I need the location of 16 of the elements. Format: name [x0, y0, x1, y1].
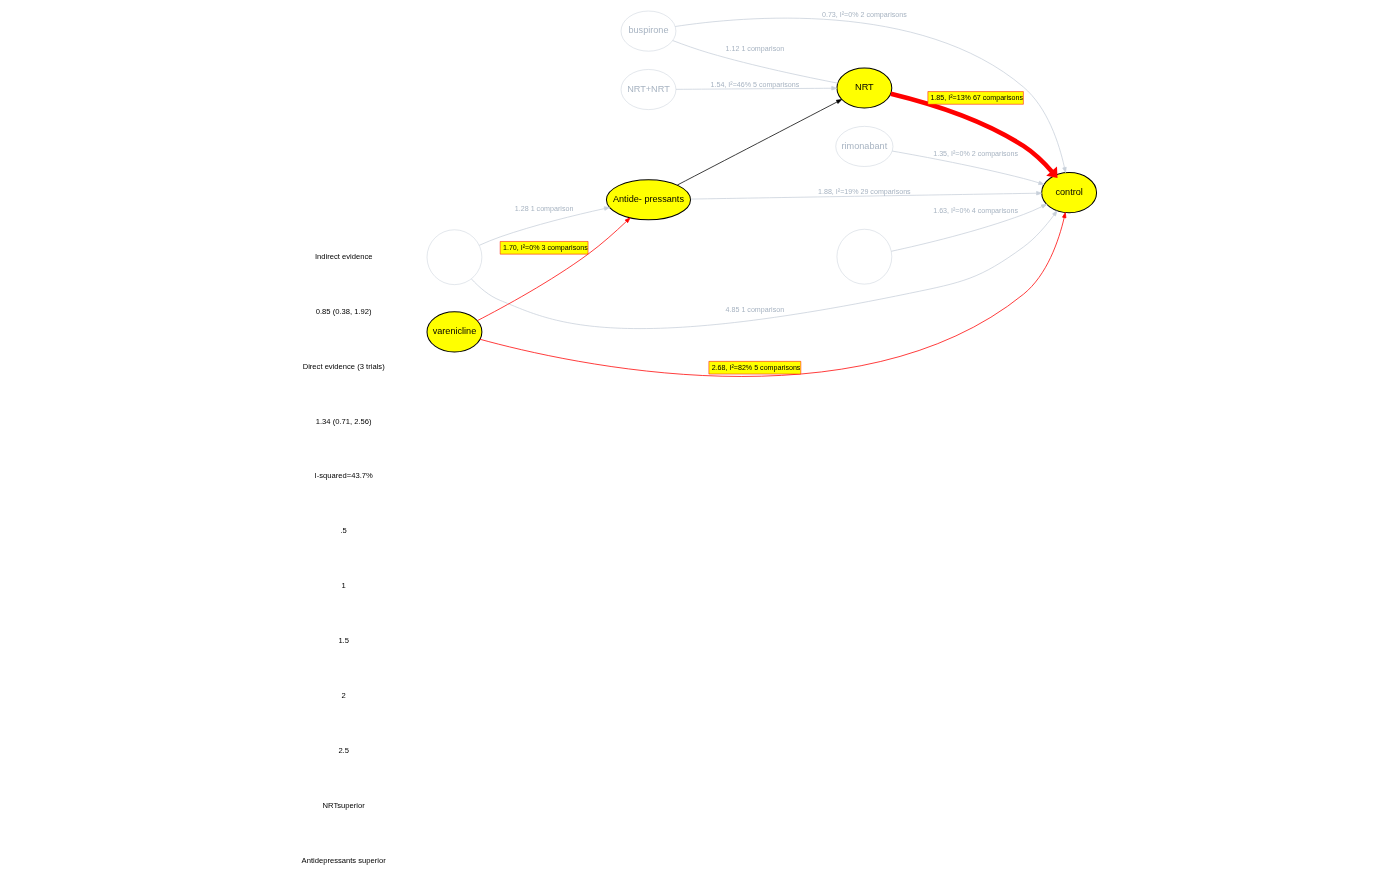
connector	[672, 39, 839, 84]
arrow	[891, 150, 1045, 185]
node-ellipse: rimonabant	[835, 125, 894, 167]
node-circle	[836, 228, 893, 284]
arrow	[674, 17, 1067, 173]
node-ellipse: buspirone	[620, 10, 677, 51]
arrow	[675, 85, 838, 90]
arrow	[478, 205, 610, 246]
arrow	[471, 209, 1058, 329]
arrow	[690, 190, 1043, 199]
node-ellipse: varenicline	[426, 310, 483, 352]
arrow	[676, 98, 843, 185]
arrow	[476, 217, 631, 321]
node-circle	[426, 229, 483, 285]
arrow	[890, 203, 1048, 252]
node-ellipse: NRT+NRT	[620, 68, 677, 110]
